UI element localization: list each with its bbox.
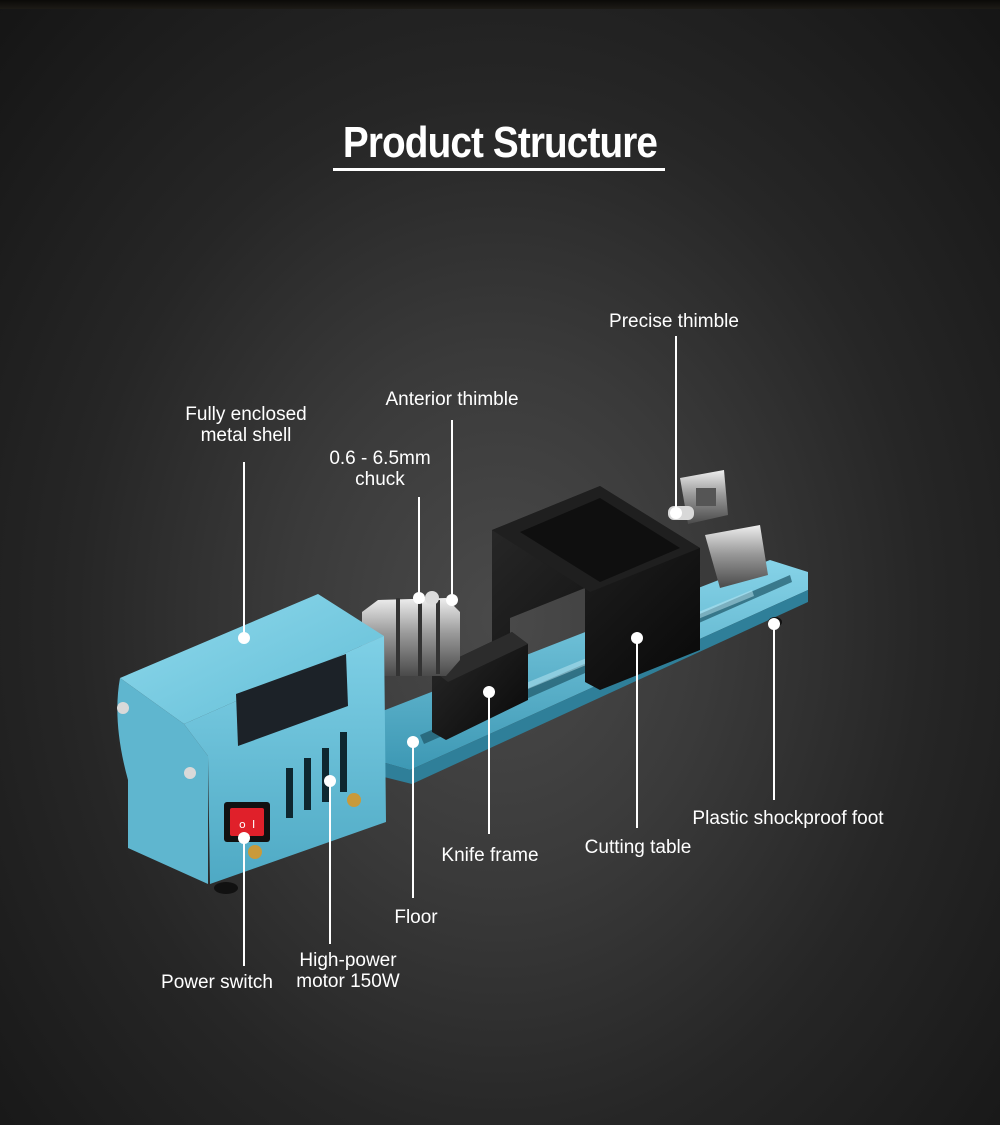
anchor-dots [238, 507, 780, 844]
label-chuck: 0.6 - 6.5mm chuck [318, 448, 442, 490]
label-power-switch: Power switch [161, 972, 273, 993]
label-floor: Floor [394, 907, 438, 928]
label-metal-shell-line2: metal shell [200, 425, 292, 446]
chuck [362, 591, 460, 676]
label-cutting-table: Cutting table [584, 837, 692, 858]
page-title: Product Structure [342, 118, 658, 167]
label-motor: High-power motor 150W [284, 950, 412, 992]
label-chuck-line2: chuck [355, 469, 405, 490]
label-motor-line2: motor 150W [296, 971, 400, 992]
label-anterior-thimble: Anterior thimble [385, 389, 519, 410]
leader-lines [243, 336, 775, 966]
label-chuck-line1: 0.6 - 6.5mm [329, 448, 431, 469]
label-precise-thimble: Precise thimble [609, 311, 739, 332]
label-metal-shell-line1: Fully enclosed [185, 404, 307, 425]
label-shockproof-foot: Plastic shockproof foot [692, 808, 884, 829]
title-underline [333, 168, 665, 171]
svg-text:I: I [252, 818, 255, 831]
top-border [0, 0, 1000, 9]
cutting-table-cover [492, 486, 700, 690]
svg-text:o: o [239, 818, 246, 831]
foot [214, 882, 238, 894]
power-switch: o I [224, 802, 270, 859]
label-knife-frame: Knife frame [441, 845, 539, 866]
label-metal-shell: Fully enclosed metal shell [170, 404, 322, 446]
label-motor-line1: High-power [299, 950, 397, 971]
